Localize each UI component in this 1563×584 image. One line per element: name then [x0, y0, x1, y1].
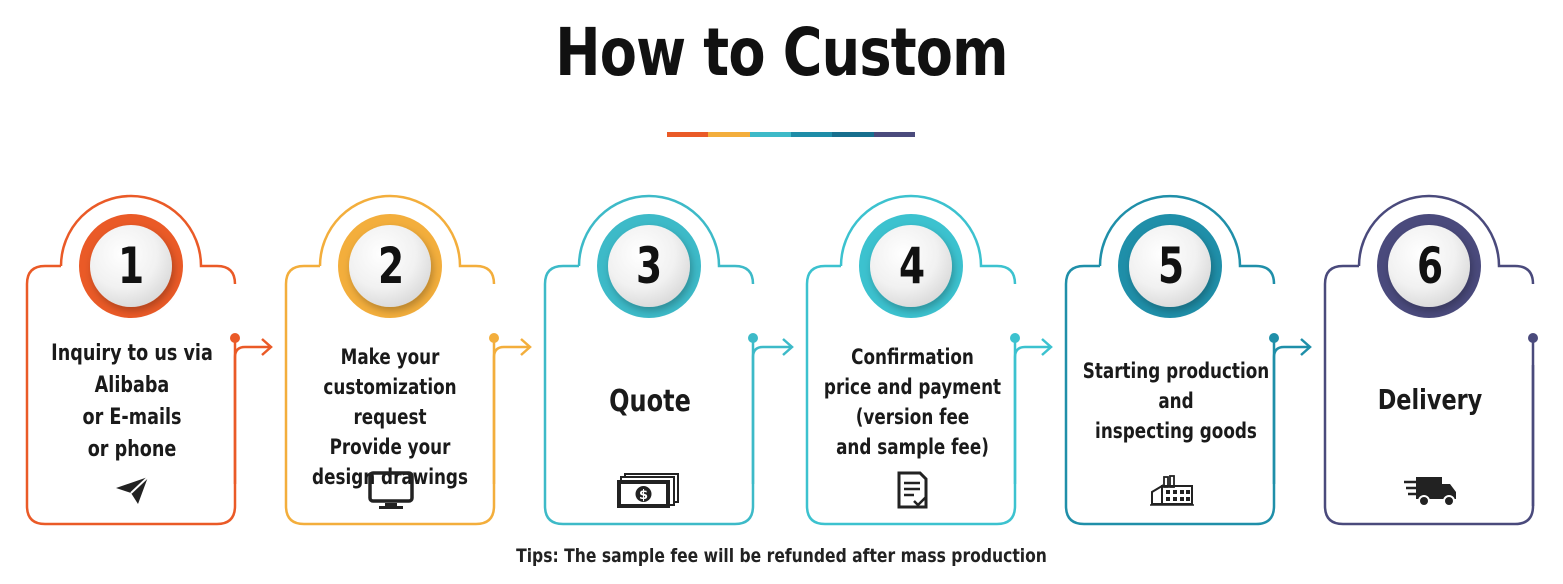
step-text-6: Delivery: [1377, 383, 1483, 416]
step-number-5: 5: [1157, 237, 1185, 295]
step-text-5: Starting production and inspecting goods: [1082, 359, 1270, 443]
svg-text:$: $: [639, 488, 648, 503]
underline-segment-1: [667, 132, 709, 137]
step-card-5: [1064, 194, 1312, 526]
paper-plane-icon: [116, 476, 149, 504]
step-number-4: 4: [898, 237, 926, 295]
arrow-head-2: [520, 338, 532, 356]
delivery-truck-icon: [1404, 477, 1456, 507]
step-text-4: Confirmation price and payment (version …: [823, 345, 1002, 459]
underline-segment-2: [708, 132, 750, 137]
step-card-1: [25, 194, 273, 526]
underline-segment-5: [832, 132, 874, 137]
step-card-3: [543, 194, 794, 526]
underline-segment-6: [873, 132, 915, 137]
arrow-head-4: [1041, 338, 1053, 356]
money-icon: $: [617, 473, 679, 508]
factory-icon: [1150, 475, 1194, 506]
step-card-4: [805, 194, 1053, 526]
step-card-2: [284, 194, 532, 526]
underline-segment-3: [749, 132, 791, 137]
arrow-head-5: [1300, 338, 1312, 356]
underline-segment-4: [790, 132, 833, 137]
monitor-icon: [368, 471, 414, 509]
arrow-head-3: [782, 338, 794, 356]
arrow-connector-1: [233, 345, 270, 484]
tips-note: Tips: The sample fee will be refunded af…: [516, 545, 1047, 567]
step-number-2: 2: [377, 237, 405, 295]
arrow-connector-3: [751, 345, 791, 484]
step-text-2: Make your customization request Provide …: [312, 345, 468, 489]
step-text-1: Inquiry to us via Alibaba or E-mails or …: [51, 341, 213, 462]
arrow-connector-5: [1272, 345, 1309, 484]
step-card-6: [1323, 194, 1538, 526]
arrow-connector-4: [1013, 345, 1050, 484]
step-text-3: Quote: [609, 384, 691, 419]
arrow-connector-2: [492, 345, 529, 484]
page-title: How to Custom: [555, 14, 1008, 91]
step-number-6: 6: [1416, 237, 1444, 295]
arrow-head-1: [261, 338, 273, 356]
step-number-1: 1: [117, 237, 145, 295]
title-underline: [667, 132, 915, 137]
document-check-icon: [897, 471, 928, 509]
step-number-3: 3: [635, 237, 663, 295]
